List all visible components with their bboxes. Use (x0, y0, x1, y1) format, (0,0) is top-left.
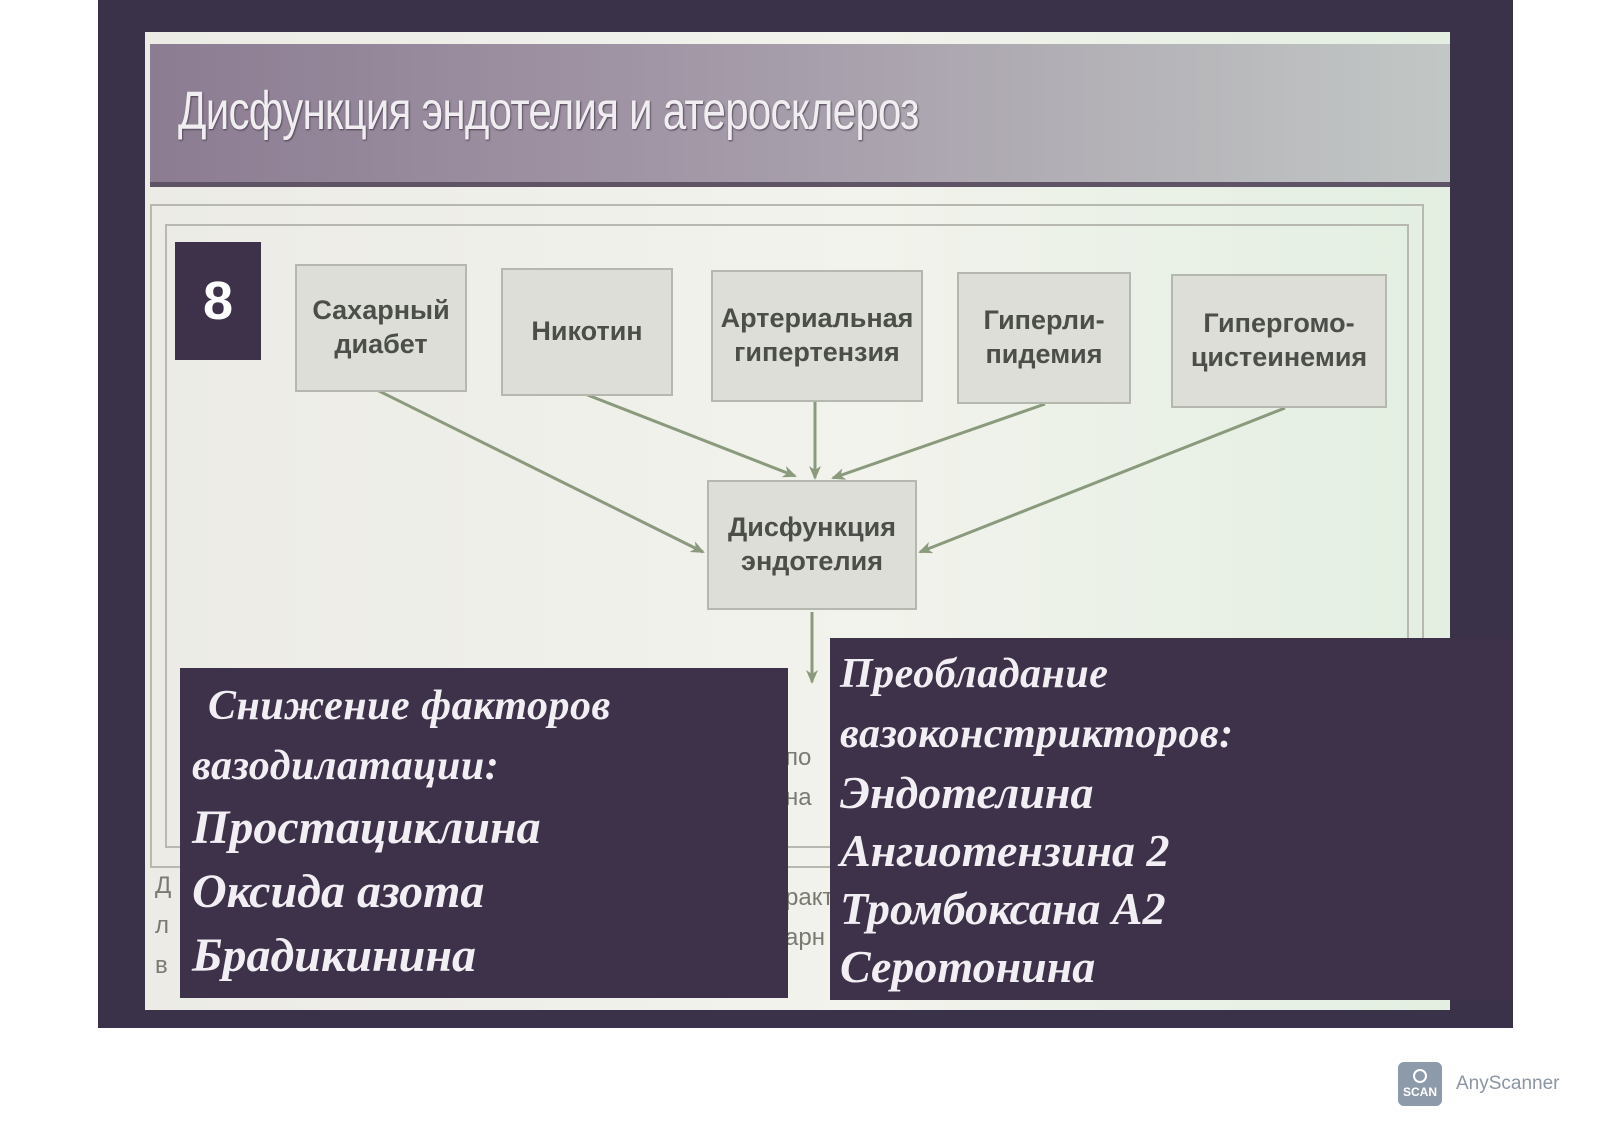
anyscanner-watermark: SCAN AnyScanner (1398, 1062, 1560, 1106)
vasoconstrictor-item-thromboxane: Тромбоксана А2 (840, 883, 1166, 934)
arrow-hyperlipidemia (831, 402, 1046, 480)
center-node-line1: Дисфункция (728, 512, 896, 543)
projector-screen: Дисфункция эндотелия и атеросклероз 8 Са… (98, 0, 1513, 1028)
title-bar: Дисфункция эндотелия и атеросклероз (150, 44, 1450, 187)
slide-title: Дисфункция эндотелия и атеросклероз (178, 81, 919, 141)
factor-hypertension-line2: гипертензия (734, 337, 900, 367)
watermark-brand: AnyScanner (1456, 1073, 1560, 1094)
vasodilation-item-bradykinin: Брадикинина (192, 929, 477, 982)
vasodilation-heading-line1: Снижение факторов (208, 683, 611, 729)
vasodilation-factors-box: Снижение факторов вазодилатации: Простац… (180, 668, 788, 998)
arrow-nicotine (584, 392, 797, 478)
camera-dot-icon (1413, 1069, 1427, 1083)
vasoconstrictor-item-serotonin: Серотонина (840, 941, 1096, 992)
scan-logo-icon: SCAN (1398, 1062, 1442, 1106)
factor-nicotine-line1: Никотин (531, 316, 643, 347)
factor-hyperhomocysteinemia: Гипергомо-цистеинемия (1171, 274, 1387, 408)
peek-fragment-5: Д (155, 872, 172, 899)
vasoconstrictor-item-endothelin: Эндотелина (840, 767, 1094, 818)
scan-logo-text: SCAN (1402, 1085, 1437, 1099)
factor-hyperhomocysteinemia-line2: цистеинемия (1190, 342, 1368, 372)
vasodilation-item-prostacyclin: Простациклина (192, 801, 541, 854)
peek-fragment-2: на (785, 784, 812, 811)
arrow-diabetes (376, 388, 705, 554)
factor-hyperlipidemia-line2: пидемия (985, 339, 1103, 369)
arrow-layer (376, 388, 1286, 684)
vasodilation-item-nitric-oxide: Оксида азота (192, 865, 485, 918)
vasoconstrictors-box: Преобладание вазоконстрикторов: Эндотели… (830, 638, 1513, 1000)
vasoconstrictor-item-angiotensin: Ангиотензина 2 (840, 825, 1170, 876)
factor-diabetes-line2: диабет (334, 329, 428, 359)
factor-hyperhomocysteinemia-line1: Гипергомо- (1203, 308, 1355, 339)
arrow-hyperhomocysteinemia (918, 406, 1286, 554)
vasoconstrictors-heading-line1: Преобладание (840, 651, 1109, 697)
peek-fragment-3: ракт (785, 884, 834, 911)
center-node-line2: эндотелия (741, 546, 883, 576)
peek-fragment-7: в (155, 952, 168, 979)
factor-hypertension-line1: Артериальная (720, 303, 914, 334)
vasodilation-heading-line2: вазодилатации: (192, 743, 500, 789)
peek-fragment-1: по (785, 744, 812, 771)
factor-hyperlipidemia-line1: Гиперли- (983, 305, 1105, 336)
peek-fragment-6: л (155, 912, 170, 939)
peek-fragment-4: арн (785, 924, 825, 951)
factor-diabetes-line1: Сахарный (312, 295, 450, 326)
factor-nicotine: Никотин (501, 268, 673, 396)
factor-hyperlipidemia: Гиперли-пидемия (957, 272, 1131, 404)
figure-number-badge: 8 (175, 242, 261, 360)
vasoconstrictors-heading-line2: вазоконстрикторов: (840, 711, 1234, 757)
